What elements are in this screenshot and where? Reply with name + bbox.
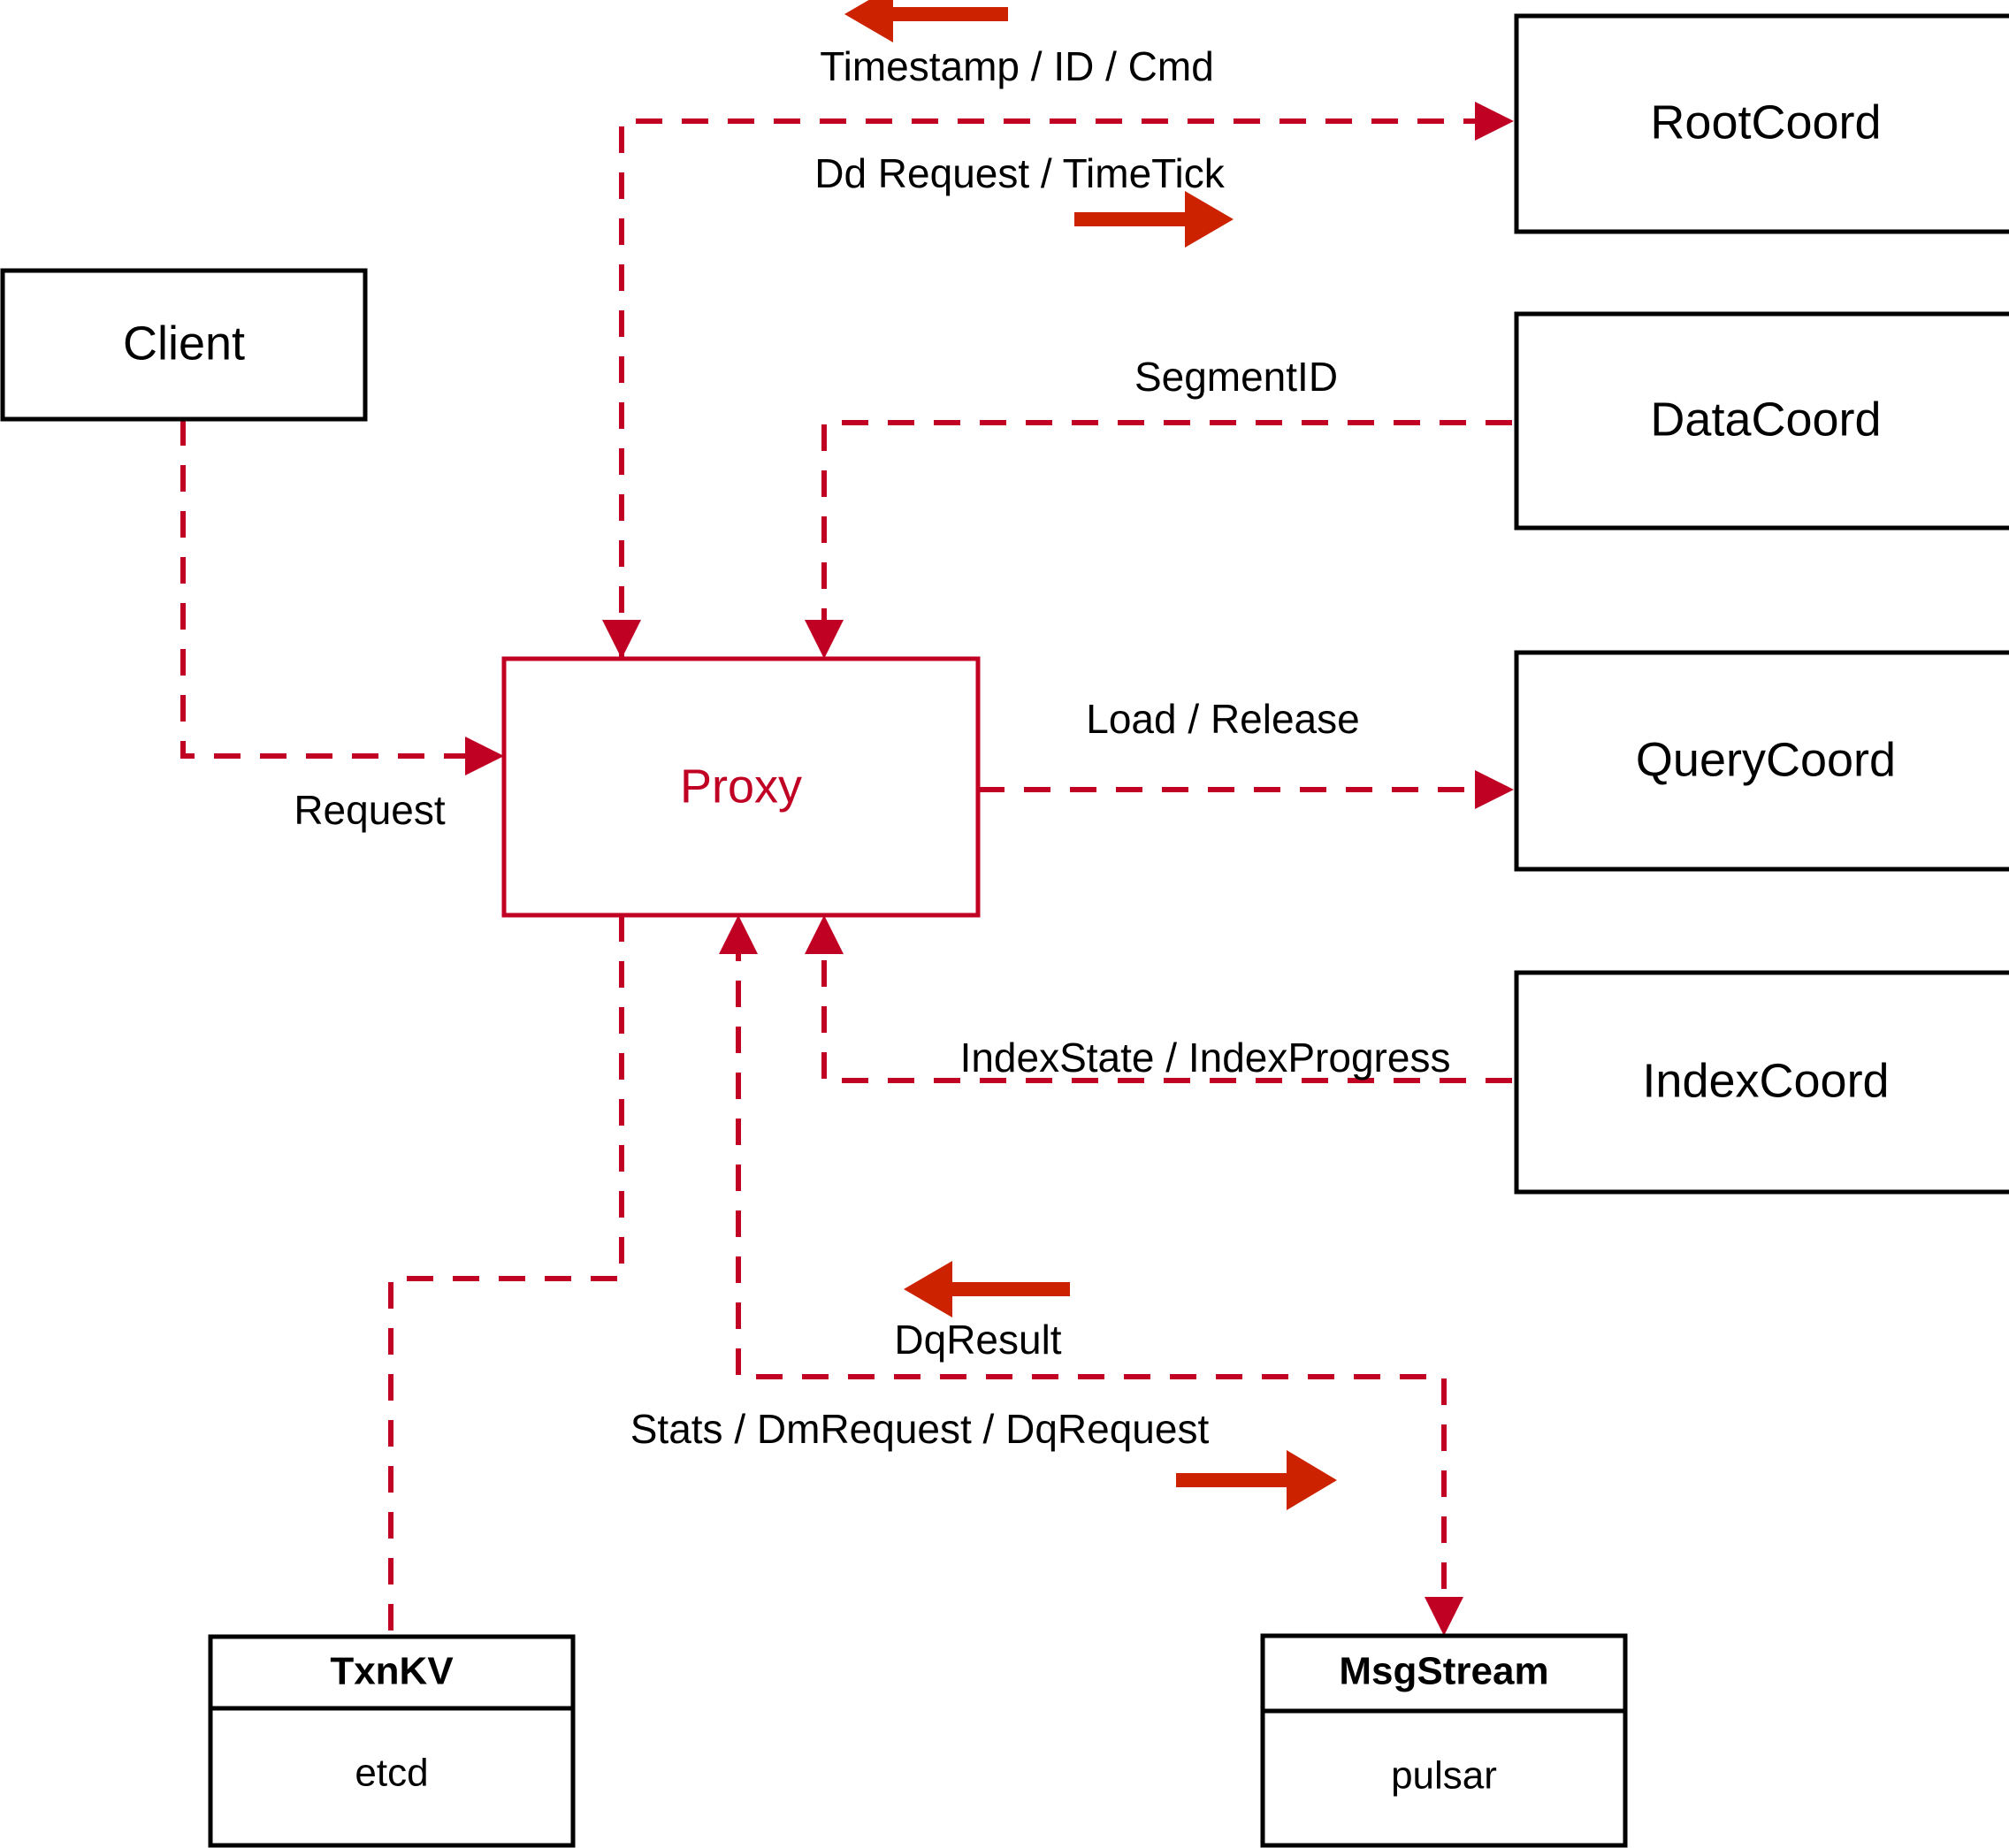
node-proxy-label: Proxy [680,760,802,813]
edge-segment-id-line [821,420,1512,639]
node-data-coord[interactable]: DataCoord [1514,311,2009,531]
node-client[interactable]: Client [0,268,368,422]
node-index-coord[interactable]: IndexCoord [1514,970,2009,1195]
node-txnkv-impl: etcd [355,1752,428,1795]
edge-index-state-line [821,935,1512,1083]
node-data-coord-label: DataCoord [1650,393,1881,446]
node-proxy-box [501,656,981,918]
edge-request-arrowhead [465,737,504,775]
node-txnkv-box [208,1634,576,1848]
edge-label-index-state: IndexState / IndexProgress [960,1035,1451,1081]
edge-label-dq-result: DqResult [894,1317,1061,1363]
node-proxy[interactable]: Proxy [501,656,981,918]
node-root-coord[interactable]: RootCoord [1514,13,2009,234]
edge-dd-request-timetick-arrowhead [1475,102,1514,141]
edge-index-state-arrowhead [805,915,844,954]
edge-dd-request-timetick-line [619,118,1494,659]
node-client-box [0,268,368,422]
node-txnkv[interactable]: TxnKV etcd [208,1634,576,1848]
edge-label-stats-dm-dq: Stats / DmRequest / DqRequest [630,1406,1210,1452]
edge-label-request: Request [294,787,446,833]
node-msgstream[interactable]: MsgStream pulsar [1260,1633,1628,1848]
direction-arrow-right-stats-dm-dq [1176,1450,1337,1510]
node-index-coord-label: IndexCoord [1642,1054,1889,1107]
edge-stats-dm-dq-arrowhead [1425,1597,1463,1636]
node-query-coord[interactable]: QueryCoord [1514,650,2009,872]
edge-label-segment-id: SegmentID [1134,354,1338,400]
node-query-coord-box [1514,650,2009,872]
node-msgstream-impl: pulsar [1391,1754,1497,1798]
node-index-coord-box [1514,970,2009,1195]
node-query-coord-label: QueryCoord [1636,733,1896,786]
direction-arrow-left-dq-result [904,1261,1070,1317]
direction-arrow-left-timestamp [844,0,1008,42]
node-data-coord-box [1514,311,2009,531]
edge-txnkv-line [388,915,624,1637]
edge-label-load-release: Load / Release [1086,696,1359,742]
edge-msgstream-line [736,935,1447,1616]
edge-dq-result-arrowhead [719,915,758,954]
edge-request-line [180,419,485,759]
node-txnkv-title: TxnKV [330,1650,454,1693]
node-msgstream-box [1260,1633,1628,1848]
node-msgstream-title: MsgStream [1339,1650,1548,1693]
node-root-coord-box [1514,13,2009,234]
edge-label-dd-request-timetick: Dd Request / TimeTick [814,150,1226,196]
edge-segment-id-arrowhead [805,620,844,659]
edge-label-timestamp-id-cmd: Timestamp / ID / Cmd [820,43,1214,89]
edge-timestamp-id-cmd-arrowhead [602,620,641,659]
edge-load-release-arrowhead [1475,770,1514,809]
direction-arrow-right-dd-request [1074,191,1234,248]
node-client-label: Client [123,317,245,370]
node-root-coord-label: RootCoord [1650,95,1881,149]
